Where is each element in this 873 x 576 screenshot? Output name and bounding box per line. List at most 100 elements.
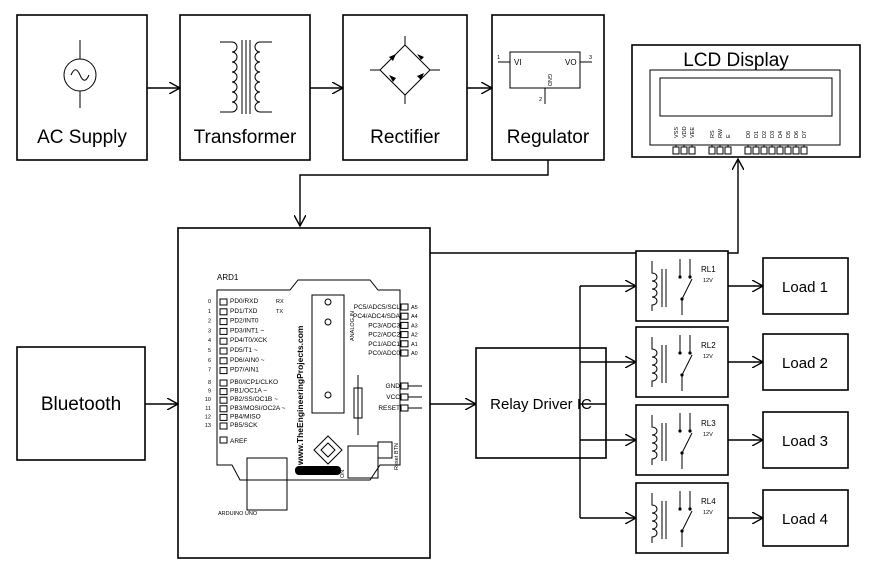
arduino-analog-pin-number: A2	[411, 333, 418, 339]
arduino-pin-number: 12	[205, 414, 211, 420]
bluetooth-label: Bluetooth	[41, 394, 121, 415]
usb-connector	[246, 457, 288, 511]
arduino-pin-label: PB4/MISO	[230, 413, 261, 420]
arduino-power-pin-label: GND	[386, 383, 401, 390]
lcd-pin-rw: RW	[718, 128, 724, 138]
relay-label: RL2	[701, 341, 716, 350]
lcd-display-label: LCD Display	[683, 50, 789, 71]
relay-3: RL3 12V Load 3	[580, 404, 849, 476]
arduino-pin-terminal	[400, 312, 409, 320]
arduino-pin-number: 10	[205, 397, 211, 403]
arduino-pin-terminal	[219, 413, 228, 421]
arduino-pin-label: PB2/SS/OC1B ~	[230, 396, 278, 403]
load-4-label: Load 4	[782, 511, 828, 528]
lcd-pin-vdd: VDD	[682, 126, 688, 138]
arduino-pin-label: PB0/ICP1/CLKO	[230, 379, 278, 386]
atmega-chip	[311, 294, 345, 414]
regulator-vi: VI	[514, 58, 522, 67]
arduino-pin-terminal	[219, 318, 228, 326]
relay-switch-icon	[681, 354, 693, 376]
bridge-rectifier-icon	[370, 36, 440, 104]
power-led-bar	[295, 466, 341, 475]
arduino-analog-pin-number: A1	[411, 342, 418, 348]
arduino-pin-label: PD3/INT1 ~	[230, 327, 264, 334]
arduino-on-label: ON	[340, 470, 346, 478]
arduino-pin-number: 3	[208, 328, 211, 334]
arduino-pin-terminal	[400, 349, 409, 357]
ac-supply-block: AC Supply	[16, 14, 148, 161]
relay-label: RL1	[701, 265, 716, 274]
arduino-website: www.TheEngineeringProjects.com	[295, 325, 305, 466]
bluetooth-block: Bluetooth	[16, 346, 146, 461]
regulator-vo: VO	[565, 58, 577, 67]
arduino-pin-number: 13	[205, 423, 211, 429]
arduino-pin-label: PD0/RXD	[230, 298, 258, 305]
lcd-pin-vee: VEE	[690, 127, 696, 138]
arduino-pin-label: PB5/SCK	[230, 422, 258, 429]
arduino-aref: AREF	[230, 438, 247, 445]
arduino-pin-number: 4	[208, 338, 211, 344]
lcd-pin-d4: D4	[778, 131, 784, 138]
arduino-pin-alt: TX	[276, 309, 283, 315]
transformer-label: Transformer	[194, 127, 297, 148]
relay-rating: 12V	[703, 510, 713, 516]
lcd-pin-vss: VSS	[674, 127, 680, 138]
lcd-pin-e: E	[726, 134, 732, 138]
arduino-pin-number: 2	[208, 319, 211, 325]
arduino-pin-number: 6	[208, 358, 211, 364]
rectifier-block: Rectifier	[342, 14, 468, 161]
arduino-pin-terminal	[400, 340, 409, 348]
lcd-pin-rs: RS	[710, 130, 716, 138]
arduino-pin-terminal	[219, 308, 228, 316]
arduino-pin-terminal	[219, 298, 228, 306]
arduino-analog-pin-number: A3	[411, 323, 418, 329]
regulator-pin3: 3	[589, 55, 592, 61]
load-4-block	[762, 489, 849, 547]
arduino-pin-number: 1	[208, 309, 211, 315]
load-3-label: Load 3	[782, 433, 828, 450]
arduino-analog-pin-number: A0	[411, 351, 418, 357]
arduino-power-pin-label: RESET	[378, 405, 400, 412]
relay-label: RL3	[701, 419, 716, 428]
regulator-block: VI VO GND 1 3 2 Regulator	[491, 14, 605, 161]
power-jack	[347, 445, 379, 479]
arduino-pin-label: PB1/OC1A ~	[230, 388, 267, 395]
relay-coil-icon	[651, 261, 658, 311]
relay-driver-label: Relay Driver IC	[490, 396, 592, 413]
arduino-pin-number: 5	[208, 348, 211, 354]
arduino-analog-pin-number: A5	[411, 305, 418, 311]
arduino-analog-pin-label: PC0/ADC0	[368, 350, 400, 357]
arduino-pin-label: PD7/AIN1	[230, 367, 259, 374]
arduino-pin-terminal	[219, 379, 228, 387]
arduino-pin-alt: RX	[276, 299, 284, 305]
arduino-power-pin-label: VCC	[386, 394, 400, 401]
lcd-pin-d2: D2	[762, 131, 768, 138]
arduino-analog-pin-number: A4	[411, 314, 418, 320]
load-2-label: Load 2	[782, 355, 828, 372]
lcd-pin-d7: D7	[802, 131, 808, 138]
load-2-block	[762, 333, 849, 391]
relay-switch-icon	[681, 278, 693, 300]
arduino-analog-pin-label: PC3/ADC3	[368, 322, 400, 329]
arduino-pin-label: PD6/AIN0 ~	[230, 357, 265, 364]
arduino-pin-terminal	[400, 331, 409, 339]
relay-rating: 12V	[703, 432, 713, 438]
relay-driver-block: Relay Driver IC	[475, 347, 607, 459]
arduino-pin-label: PD2/INT0	[230, 318, 259, 325]
arduino-pin-label: PD1/TXD	[230, 308, 258, 315]
arduino-pin-terminal	[219, 422, 228, 430]
relay-coil-icon	[651, 337, 658, 387]
arduino-pin-terminal	[219, 327, 228, 335]
arduino-analog-pin-label: PC5/ADC5/SCL	[354, 304, 401, 311]
lcd-pin-d1: D1	[754, 131, 760, 138]
relay-coil-icon	[651, 493, 658, 543]
arduino-analog-pin-label: PC4/ADC4/SDA	[353, 313, 401, 320]
crystal-component	[353, 375, 363, 435]
arduino-pin-number: 11	[205, 406, 211, 412]
arduino-board-name: ARDUINO UNO	[218, 511, 258, 517]
